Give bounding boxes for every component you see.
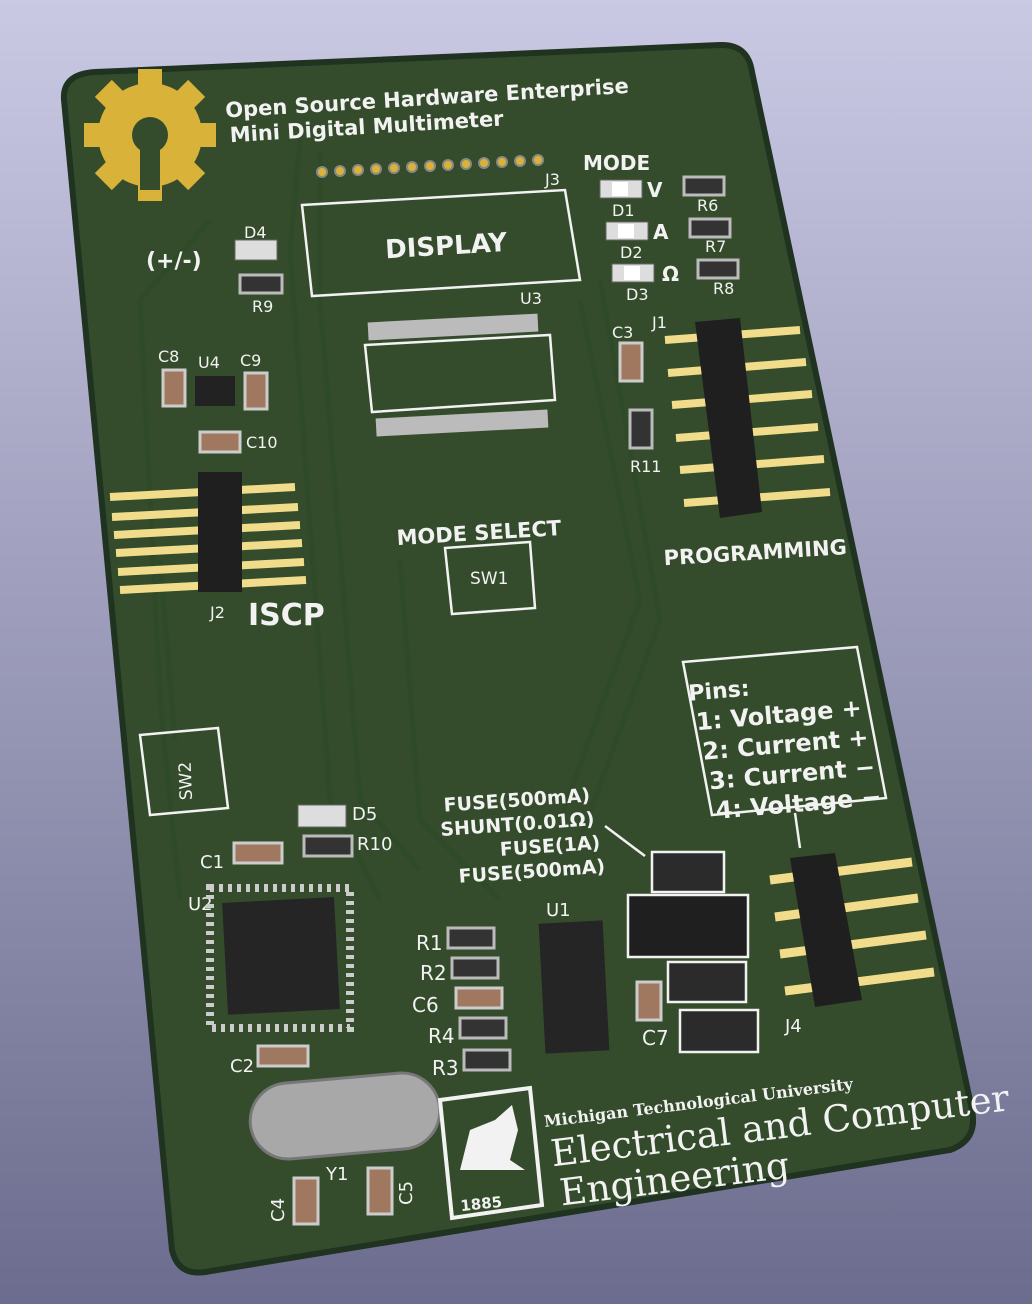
r9-resistor bbox=[238, 273, 284, 295]
ref-d4: D4 bbox=[244, 223, 267, 242]
ref-c2: C2 bbox=[230, 1056, 254, 1077]
ref-c9: C9 bbox=[240, 351, 261, 370]
mode-label: MODE bbox=[583, 151, 650, 175]
sw2-switch[interactable] bbox=[138, 726, 230, 817]
j2-iscp-header bbox=[109, 472, 307, 594]
mode-leds bbox=[599, 175, 740, 283]
ref-d1: D1 bbox=[612, 201, 635, 220]
mode-indicator-a: A bbox=[653, 220, 669, 244]
oshw-gear-logo bbox=[84, 69, 216, 201]
j3-display-header bbox=[316, 154, 544, 178]
ref-c6: C6 bbox=[412, 993, 439, 1017]
ref-u4: U4 bbox=[198, 353, 220, 372]
ref-d5: D5 bbox=[352, 804, 377, 825]
c4-capacitor bbox=[292, 1176, 320, 1226]
sw1-switch[interactable] bbox=[443, 540, 537, 616]
ref-c1: C1 bbox=[200, 852, 224, 873]
d4-led bbox=[234, 239, 278, 261]
ref-sw2: SW2 bbox=[176, 761, 197, 800]
mode-indicator-ohm: Ω bbox=[662, 262, 679, 286]
c2-capacitor bbox=[256, 1044, 310, 1068]
ref-j1: J1 bbox=[651, 313, 667, 332]
polarity-label: (+/-) bbox=[146, 249, 202, 274]
ref-r11: R11 bbox=[630, 457, 661, 476]
c7-capacitor bbox=[635, 980, 663, 1022]
ref-d2: D2 bbox=[620, 243, 643, 262]
pins-title: Pins: bbox=[687, 677, 750, 707]
j4-probe-header bbox=[769, 853, 935, 1007]
ref-c4: C4 bbox=[268, 1198, 289, 1222]
ref-c7: C7 bbox=[642, 1026, 669, 1050]
fuse-components bbox=[626, 850, 760, 1054]
ref-c8: C8 bbox=[158, 347, 179, 366]
ref-u3: U3 bbox=[520, 289, 542, 308]
u2-microcontroller bbox=[206, 884, 354, 1032]
ref-r8: R8 bbox=[713, 279, 734, 298]
ref-d3: D3 bbox=[626, 285, 649, 304]
ref-j4: J4 bbox=[784, 1016, 802, 1037]
u3-ic bbox=[363, 313, 557, 437]
pins-pointer-arrow bbox=[793, 812, 802, 849]
iscp-label: ISCP bbox=[248, 598, 325, 633]
r10-resistor bbox=[302, 834, 354, 858]
ref-u2: U2 bbox=[188, 894, 213, 915]
c1-capacitor bbox=[232, 841, 284, 865]
c8-capacitor bbox=[161, 368, 187, 408]
ref-r10: R10 bbox=[357, 834, 392, 855]
mode-indicator-v: V bbox=[647, 178, 663, 202]
traces bbox=[137, 139, 663, 902]
c10-capacitor bbox=[198, 430, 242, 454]
u1-ic bbox=[538, 920, 610, 1054]
ref-j3: J3 bbox=[544, 170, 560, 189]
logo-year: 1885 bbox=[460, 1193, 503, 1215]
ref-sw1: SW1 bbox=[470, 569, 508, 589]
ref-c5: C5 bbox=[396, 1181, 417, 1205]
ref-r9: R9 bbox=[252, 297, 273, 316]
ref-r3: R3 bbox=[432, 1056, 459, 1080]
y1-crystal bbox=[248, 1071, 442, 1161]
ref-j2: J2 bbox=[209, 603, 225, 622]
mtu-logo: 1885 bbox=[437, 1085, 545, 1221]
ref-r1: R1 bbox=[416, 931, 443, 955]
ref-r4: R4 bbox=[428, 1024, 455, 1048]
ref-r7: R7 bbox=[705, 237, 726, 256]
fuse-pointer-arrow bbox=[604, 825, 646, 857]
ref-y1: Y1 bbox=[325, 1164, 348, 1185]
display-outline bbox=[300, 188, 582, 298]
ref-r2: R2 bbox=[420, 961, 447, 985]
c9-capacitor bbox=[243, 371, 269, 411]
d5-led bbox=[297, 804, 347, 828]
c3-capacitor bbox=[618, 341, 644, 383]
r11-resistor bbox=[628, 408, 654, 450]
u1-resistors bbox=[446, 926, 512, 1072]
c5-capacitor bbox=[366, 1166, 394, 1216]
u4-ic bbox=[195, 376, 235, 406]
ref-c3: C3 bbox=[612, 323, 633, 342]
ref-u1: U1 bbox=[546, 900, 571, 921]
pins-legend-box bbox=[681, 645, 888, 817]
j1-programming-header bbox=[664, 318, 831, 518]
ref-r6: R6 bbox=[697, 196, 718, 215]
ref-c10: C10 bbox=[246, 433, 278, 452]
